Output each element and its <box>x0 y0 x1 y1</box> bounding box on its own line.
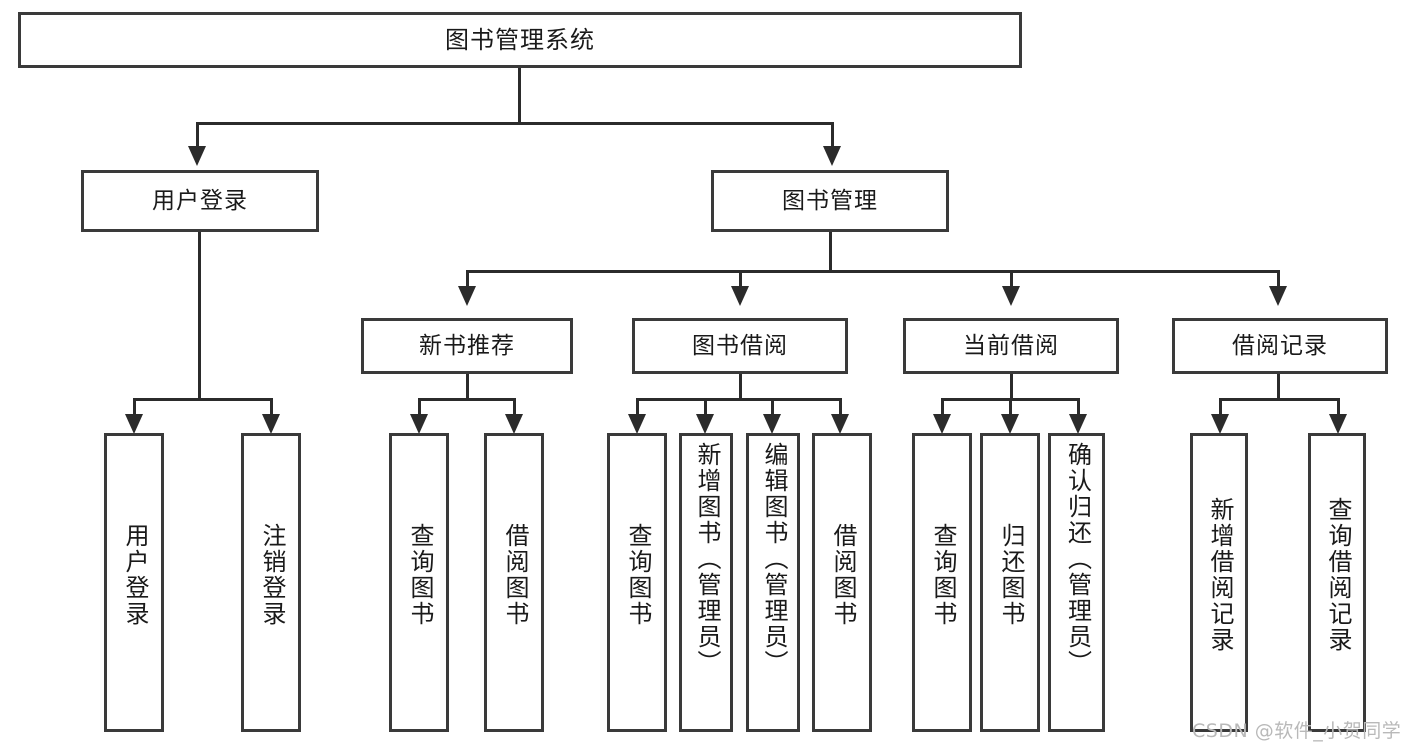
node-label: 用户登录 <box>120 522 149 627</box>
node-label: 用户登录 <box>152 187 248 214</box>
connector-root-stem <box>518 68 521 122</box>
node-label: 借阅图书 <box>828 522 857 627</box>
connector-cb-to-leaf-3 <box>1077 398 1080 416</box>
arrow-bb-to-leaf-2 <box>696 414 714 434</box>
connector-bm-to-current-borrow <box>1010 270 1013 288</box>
leaf-logout[interactable]: 注销登录 <box>241 433 301 732</box>
leaf-query-book-borrow[interactable]: 查询图书 <box>607 433 667 732</box>
node-label: 查询图书 <box>623 522 652 627</box>
connector-user-login-to-leaf-1 <box>133 398 136 416</box>
node-label: 查询图书 <box>405 522 434 627</box>
arrow-cb-to-leaf-1 <box>933 414 951 434</box>
node-new-book-recommend[interactable]: 新书推荐 <box>361 318 573 374</box>
arrow-user-login-to-leaf-1 <box>125 414 143 434</box>
node-label: 新增借阅记录 <box>1205 496 1234 653</box>
node-book-management[interactable]: 图书管理 <box>711 170 949 232</box>
connector-newbook-to-leaf-2 <box>513 398 516 416</box>
node-user-login[interactable]: 用户登录 <box>81 170 319 232</box>
csdn-watermark: CSDN @软件_小贺同学 <box>1192 720 1402 742</box>
node-label: 查询借阅记录 <box>1323 496 1352 653</box>
connector-current-borrow-stem <box>1010 374 1013 398</box>
node-label: 借阅记录 <box>1232 332 1328 359</box>
connector-newbook-to-leaf-1 <box>418 398 421 416</box>
connector-bm-to-new-book <box>466 270 469 288</box>
connector-book-management-bus <box>466 270 1280 273</box>
connector-borrow-record-stem <box>1277 374 1280 398</box>
leaf-query-book-newbook[interactable]: 查询图书 <box>389 433 449 732</box>
arrow-user-login-to-leaf-2 <box>262 414 280 434</box>
connector-bm-to-borrow-record <box>1277 270 1280 288</box>
leaf-borrow-book-newbook[interactable]: 借阅图书 <box>484 433 544 732</box>
leaf-query-book-current[interactable]: 查询图书 <box>912 433 972 732</box>
node-borrow-record[interactable]: 借阅记录 <box>1172 318 1388 374</box>
node-label: 注销登录 <box>257 522 286 627</box>
arrow-br-to-leaf-2 <box>1329 414 1347 434</box>
connector-book-management-stem <box>829 232 832 272</box>
node-root-book-management-system[interactable]: 图书管理系统 <box>18 12 1022 68</box>
arrow-cb-to-leaf-2 <box>1001 414 1019 434</box>
node-label: 查询图书 <box>928 522 957 627</box>
arrow-newbook-to-leaf-2 <box>505 414 523 434</box>
connector-book-borrow-bus <box>636 398 842 401</box>
arrow-root-to-user-login <box>188 146 206 166</box>
arrow-cb-to-leaf-3 <box>1069 414 1087 434</box>
arrow-bb-to-leaf-3 <box>763 414 781 434</box>
node-label: 新增图书（管理员） <box>692 442 721 676</box>
arrow-br-to-leaf-1 <box>1211 414 1229 434</box>
node-current-borrow[interactable]: 当前借阅 <box>903 318 1119 374</box>
node-label: 新书推荐 <box>419 332 515 359</box>
connector-root-bus <box>196 122 834 125</box>
node-label: 确认归还（管理员） <box>1063 442 1092 676</box>
connector-bb-to-leaf-4 <box>839 398 842 416</box>
node-book-borrow[interactable]: 图书借阅 <box>632 318 848 374</box>
connector-br-to-leaf-2 <box>1337 398 1340 416</box>
arrow-bm-to-book-borrow <box>731 286 749 306</box>
leaf-edit-book-admin[interactable]: 编辑图书（管理员） <box>746 433 800 732</box>
connector-bm-to-book-borrow <box>739 270 742 288</box>
connector-bb-to-leaf-3 <box>771 398 774 416</box>
node-label: 图书借阅 <box>692 332 788 359</box>
node-label: 编辑图书（管理员） <box>759 442 788 676</box>
arrow-bm-to-current-borrow <box>1002 286 1020 306</box>
connector-new-book-bus <box>418 398 516 401</box>
arrow-bb-to-leaf-1 <box>628 414 646 434</box>
connector-root-to-book-management <box>831 122 834 148</box>
connector-cb-to-leaf-2 <box>1009 398 1012 416</box>
leaf-add-book-admin[interactable]: 新增图书（管理员） <box>679 433 733 732</box>
connector-new-book-stem <box>466 374 469 398</box>
connector-br-to-leaf-1 <box>1219 398 1222 416</box>
leaf-add-borrow-record[interactable]: 新增借阅记录 <box>1190 433 1248 732</box>
connector-bb-to-leaf-2 <box>704 398 707 416</box>
leaf-borrow-book[interactable]: 借阅图书 <box>812 433 872 732</box>
connector-user-login-bus <box>133 398 270 401</box>
leaf-return-book[interactable]: 归还图书 <box>980 433 1040 732</box>
node-label: 归还图书 <box>996 522 1025 627</box>
arrow-newbook-to-leaf-1 <box>410 414 428 434</box>
connector-user-login-to-leaf-2 <box>270 398 273 416</box>
arrow-root-to-book-management <box>823 146 841 166</box>
leaf-user-login[interactable]: 用户登录 <box>104 433 164 732</box>
arrow-bm-to-borrow-record <box>1269 286 1287 306</box>
node-label: 图书管理系统 <box>445 26 595 54</box>
connector-cb-to-leaf-1 <box>941 398 944 416</box>
arrow-bb-to-leaf-4 <box>831 414 849 434</box>
leaf-query-borrow-record[interactable]: 查询借阅记录 <box>1308 433 1366 732</box>
connector-borrow-record-bus <box>1219 398 1339 401</box>
arrow-bm-to-new-book <box>458 286 476 306</box>
leaf-confirm-return-admin[interactable]: 确认归还（管理员） <box>1048 433 1105 732</box>
connector-bb-to-leaf-1 <box>636 398 639 416</box>
connector-user-login-stem <box>198 232 201 398</box>
connector-root-to-user-login <box>196 122 199 148</box>
connector-book-borrow-stem <box>739 374 742 398</box>
node-label: 当前借阅 <box>963 332 1059 359</box>
node-label: 借阅图书 <box>500 522 529 627</box>
node-label: 图书管理 <box>782 187 878 214</box>
